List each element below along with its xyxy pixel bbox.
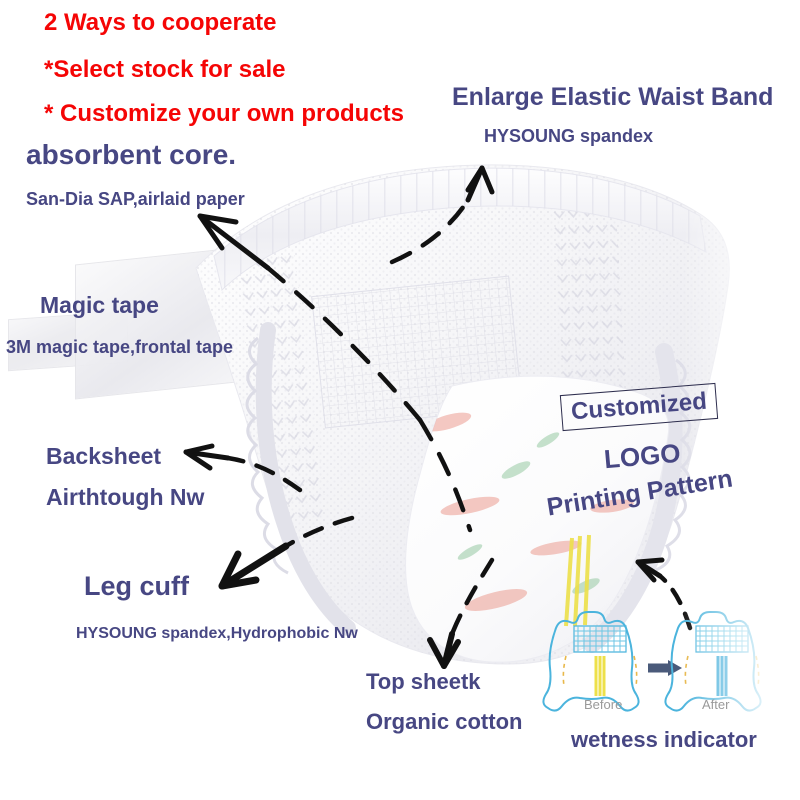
heading-customize-products: * Customize your own products [44,100,405,127]
arrow-up-left-icon-absorbent-core [197,213,423,423]
arrow-down-left-icon-leg-cuff [218,515,355,590]
feature-title-backsheet: Backsheet [46,443,162,469]
wetness-after-label: After [702,697,730,712]
arrow-down-left-icon-backsheet [183,443,303,493]
photo-right-fade [680,0,800,800]
leg-cuff-left [245,322,356,636]
feature-title-leg-cuff: Leg cuff [84,571,189,601]
wetness-before-stripes [594,656,606,696]
wetness-before-diaper [542,611,640,712]
feature-subtitle-absorbent-core: San-Dia SAP,airlaid paper [26,189,245,209]
feature-title-magic-tape: Magic tape [40,292,159,318]
logo-label: LOGO [602,437,682,475]
arrow-right-icon-before-after [648,660,682,676]
feature-title-top-sheet: Top sheetk [366,669,481,694]
feature-title-absorbent-core: absorbent core. [26,139,237,170]
callout-arrows [183,165,693,669]
feature-subtitle-backsheet: Airthtough Nw [46,484,205,510]
heading-ways-to-cooperate: 2 Ways to cooperate [44,9,277,36]
feature-subtitle-leg-cuff: HYSOUNG spandex,Hydrophobic Nw [76,625,358,642]
arrow-up-icon-waist-band [389,165,495,265]
wetness-indicator-caption: wetness indicator [571,727,757,752]
heading-select-stock: *Select stock for sale [44,56,286,83]
feature-title-waist-band: Enlarge Elastic Waist Band [452,83,774,111]
feature-subtitle-waist-band: HYSOUNG spandex [484,126,654,146]
wetness-before-label: Before [584,697,623,712]
arrow-down-icon-top-sheet [427,557,495,669]
core-dashed-tail [417,417,473,533]
feature-subtitle-top-sheet: Organic cotton [366,709,523,734]
wetness-indicator-stripes-on-product [564,534,591,627]
feature-subtitle-magic-tape: 3M magic tape,frontal tape [6,337,234,357]
